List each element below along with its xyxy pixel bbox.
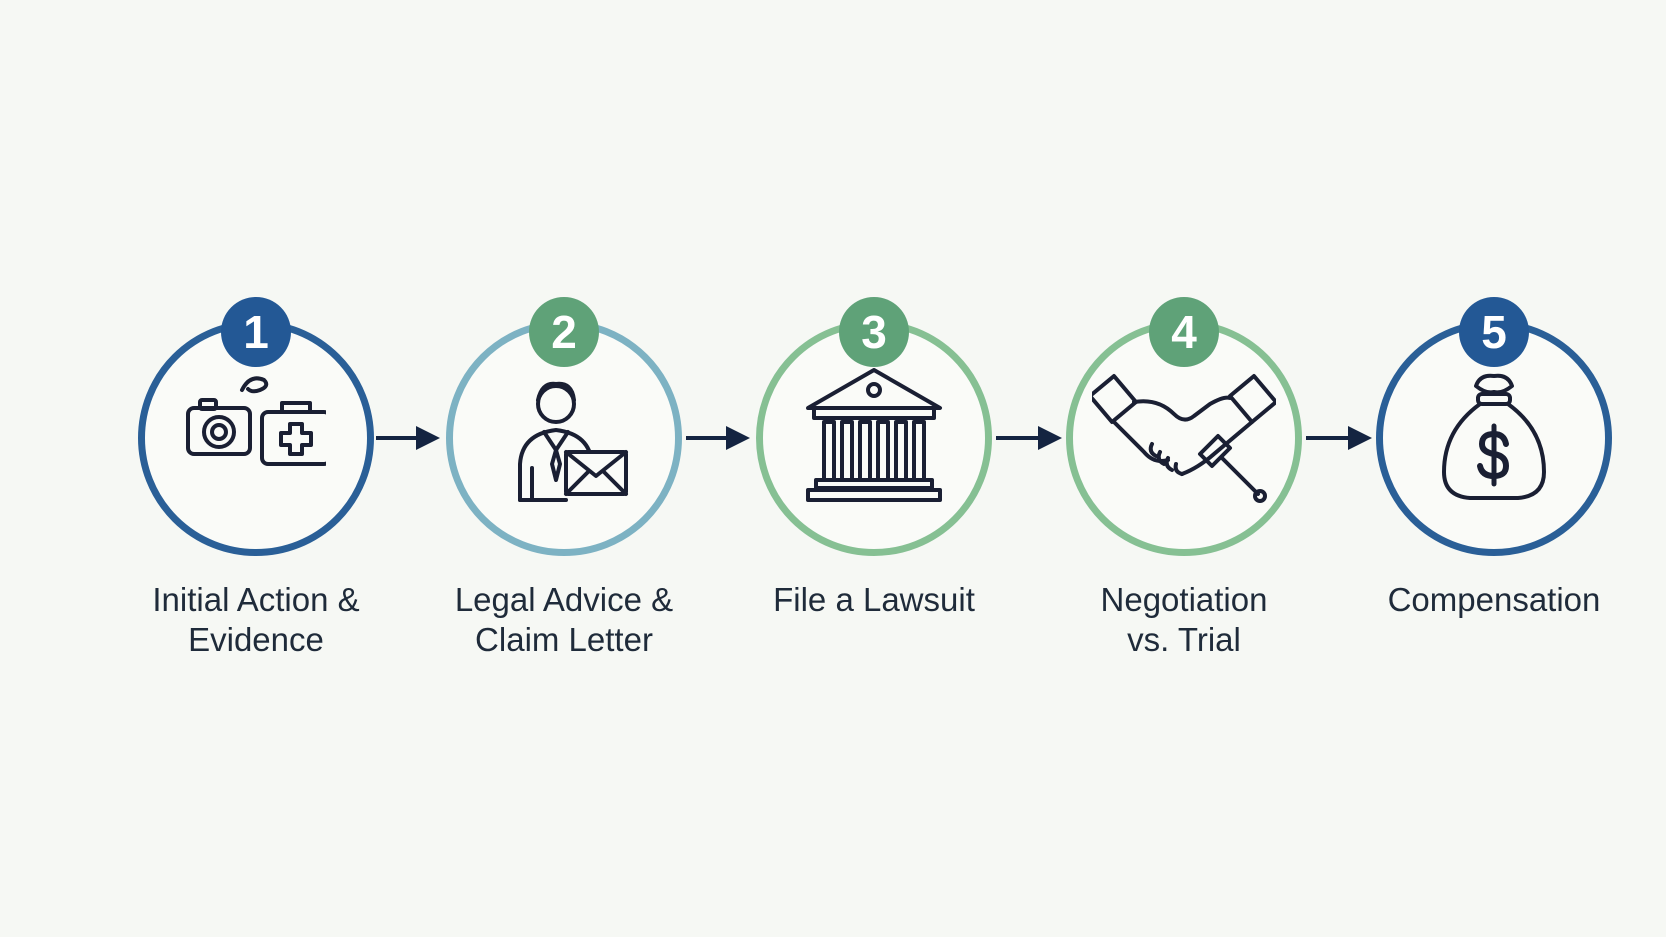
step-5-label: Compensation [1334, 580, 1654, 620]
camera-and-first-aid-kit-icon [186, 376, 326, 466]
step-1-label-line1: Initial Action & [152, 581, 360, 618]
step-1-label-line2: Evidence [188, 621, 324, 658]
step-5: 5 Compensation [1334, 0, 1654, 700]
arrow-2-to-3 [686, 426, 750, 450]
step-1-label: Initial Action & Evidence [96, 580, 416, 660]
lawyer-with-letter-icon [518, 381, 628, 502]
arrow-4-to-5 [1306, 426, 1372, 450]
step-5-label-line1: Compensation [1387, 581, 1601, 618]
step-2-label-line2: Claim Letter [475, 621, 653, 658]
money-bag-icon [1442, 373, 1546, 500]
step-4-label-line1: Negotiation [1100, 581, 1268, 618]
step-1-number-badge: 1 [221, 297, 291, 367]
step-2-label-line1: Legal Advice & [454, 581, 674, 618]
step-4-label-line2: vs. Trial [1127, 621, 1241, 658]
step-2-label: Legal Advice & Claim Letter [404, 580, 724, 660]
step-2: 2 Legal Advice & Claim Letter [404, 0, 724, 700]
courthouse-icon [806, 368, 942, 502]
step-3-label-line1: File a Lawsuit [773, 581, 975, 618]
step-4-label: Negotiation vs. Trial [1024, 580, 1344, 660]
step-2-number-badge: 2 [529, 297, 599, 367]
step-3-number-badge: 3 [839, 297, 909, 367]
step-3-label: File a Lawsuit [714, 580, 1034, 620]
step-1: 1 Initial Action & Evidence [96, 0, 416, 700]
step-4: 4 Negotiation vs. Trial [1024, 0, 1344, 700]
step-4-number-badge: 4 [1149, 297, 1219, 367]
arrow-1-to-2 [376, 426, 440, 450]
handshake-gavel-icon [1092, 374, 1276, 503]
arrow-3-to-4 [996, 426, 1062, 450]
step-5-number-badge: 5 [1459, 297, 1529, 367]
step-3: 3 File a Lawsuit [714, 0, 1034, 700]
